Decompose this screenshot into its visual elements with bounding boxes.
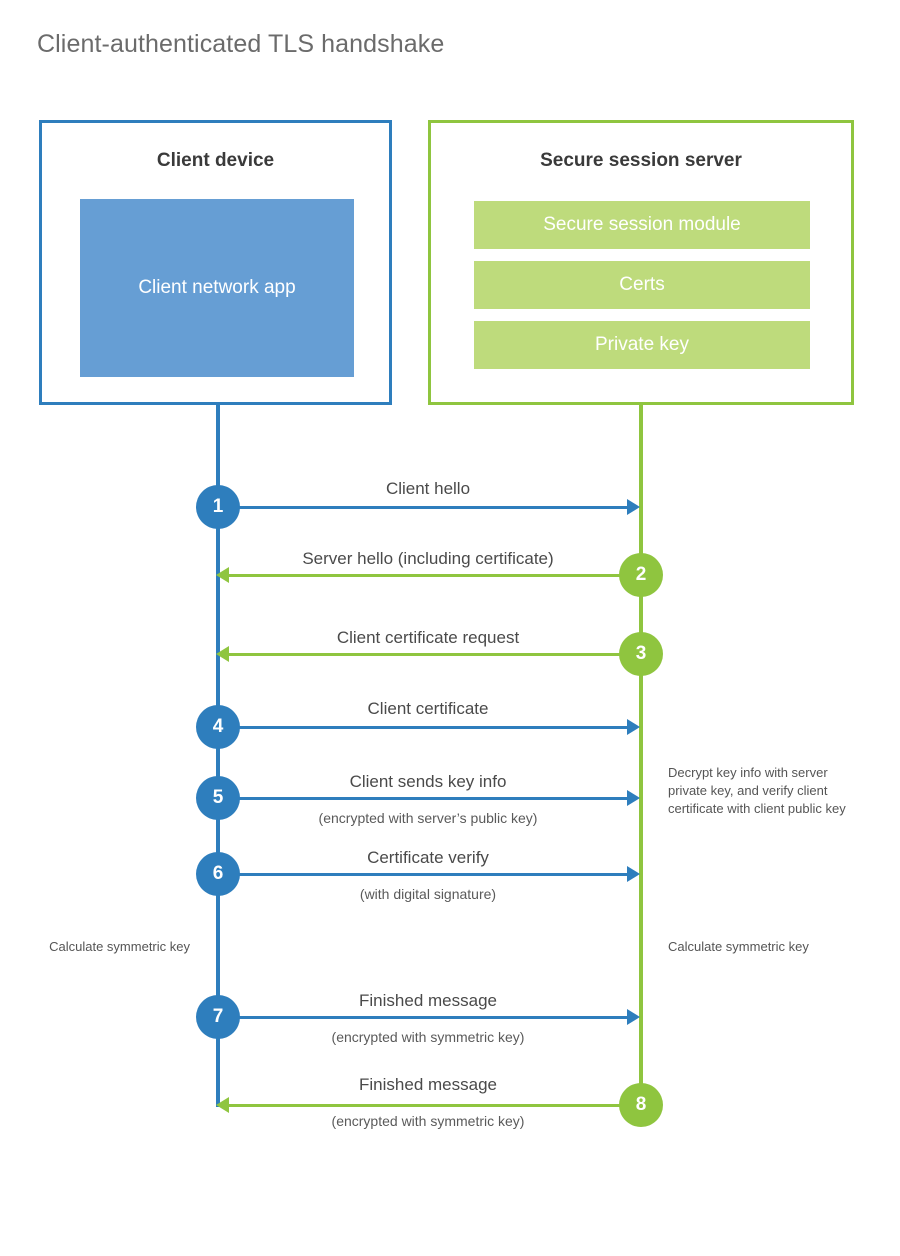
step-marker-5[interactable]: 5 (196, 776, 240, 820)
step-7-arrow-line (218, 1016, 627, 1019)
step-1-arrow-line (218, 506, 627, 509)
step-3-label: Client certificate request (336, 628, 520, 647)
server-decrypt-note: Decrypt key info with server private key… (668, 765, 846, 816)
step-7-label: Finished message (359, 991, 497, 1010)
step-6-sublabel: (with digital signature) (359, 886, 497, 902)
server-calculate-symmetric-key-note: Calculate symmetric key (668, 939, 809, 954)
client-device-title: Client device (156, 150, 275, 171)
step-3-arrow-head-left-icon (216, 646, 229, 662)
step-4-arrow-head-right-icon (627, 719, 640, 735)
step-8-arrow-line (228, 1104, 641, 1107)
step-2-arrow-line (228, 574, 641, 577)
server-lifeline (639, 405, 643, 1105)
step-1-arrow-head-right-icon (627, 499, 640, 515)
step-marker-8[interactable]: 8 (619, 1083, 663, 1127)
step-6-arrow-head-right-icon (627, 866, 640, 882)
step-marker-2[interactable]: 2 (619, 553, 663, 597)
secure-session-server-title: Secure session server (540, 150, 742, 171)
page-title: Client-authenticated TLS handshake (37, 30, 445, 58)
client-device-box: Client device Client network app (39, 120, 392, 405)
server-module-item: Secure session module (474, 201, 810, 249)
step-4-arrow-line (218, 726, 627, 729)
step-marker-6[interactable]: 6 (196, 852, 240, 896)
client-lifeline (216, 405, 220, 1107)
step-6-arrow-line (218, 873, 627, 876)
step-5-arrow-line (218, 797, 627, 800)
step-3-arrow-line (228, 653, 641, 656)
secure-session-server-box: Secure session server Secure session mod… (428, 120, 854, 405)
step-5-sublabel: (encrypted with server’s public key) (318, 810, 538, 826)
step-2-label: Server hello (including certificate) (302, 549, 554, 568)
step-7-sublabel: (encrypted with symmetric key) (331, 1029, 525, 1045)
server-module-list: Secure session module Certs Private key (474, 201, 810, 381)
step-5-arrow-head-right-icon (627, 790, 640, 806)
step-7-arrow-head-right-icon (627, 1009, 640, 1025)
client-network-app-block: Client network app (80, 199, 354, 377)
client-calculate-symmetric-key-note: Calculate symmetric key (49, 939, 190, 954)
step-marker-4[interactable]: 4 (196, 705, 240, 749)
step-8-arrow-head-left-icon (216, 1097, 229, 1113)
step-marker-1[interactable]: 1 (196, 485, 240, 529)
step-5-label: Client sends key info (349, 772, 507, 791)
step-6-label: Certificate verify (367, 848, 489, 867)
step-8-label: Finished message (359, 1075, 497, 1094)
step-marker-7[interactable]: 7 (196, 995, 240, 1039)
server-module-item: Certs (474, 261, 810, 309)
step-8-sublabel: (encrypted with symmetric key) (331, 1113, 525, 1129)
step-marker-3[interactable]: 3 (619, 632, 663, 676)
step-4-label: Client certificate (367, 699, 489, 718)
server-module-item: Private key (474, 321, 810, 369)
step-1-label: Client hello (385, 479, 471, 498)
step-2-arrow-head-left-icon (216, 567, 229, 583)
